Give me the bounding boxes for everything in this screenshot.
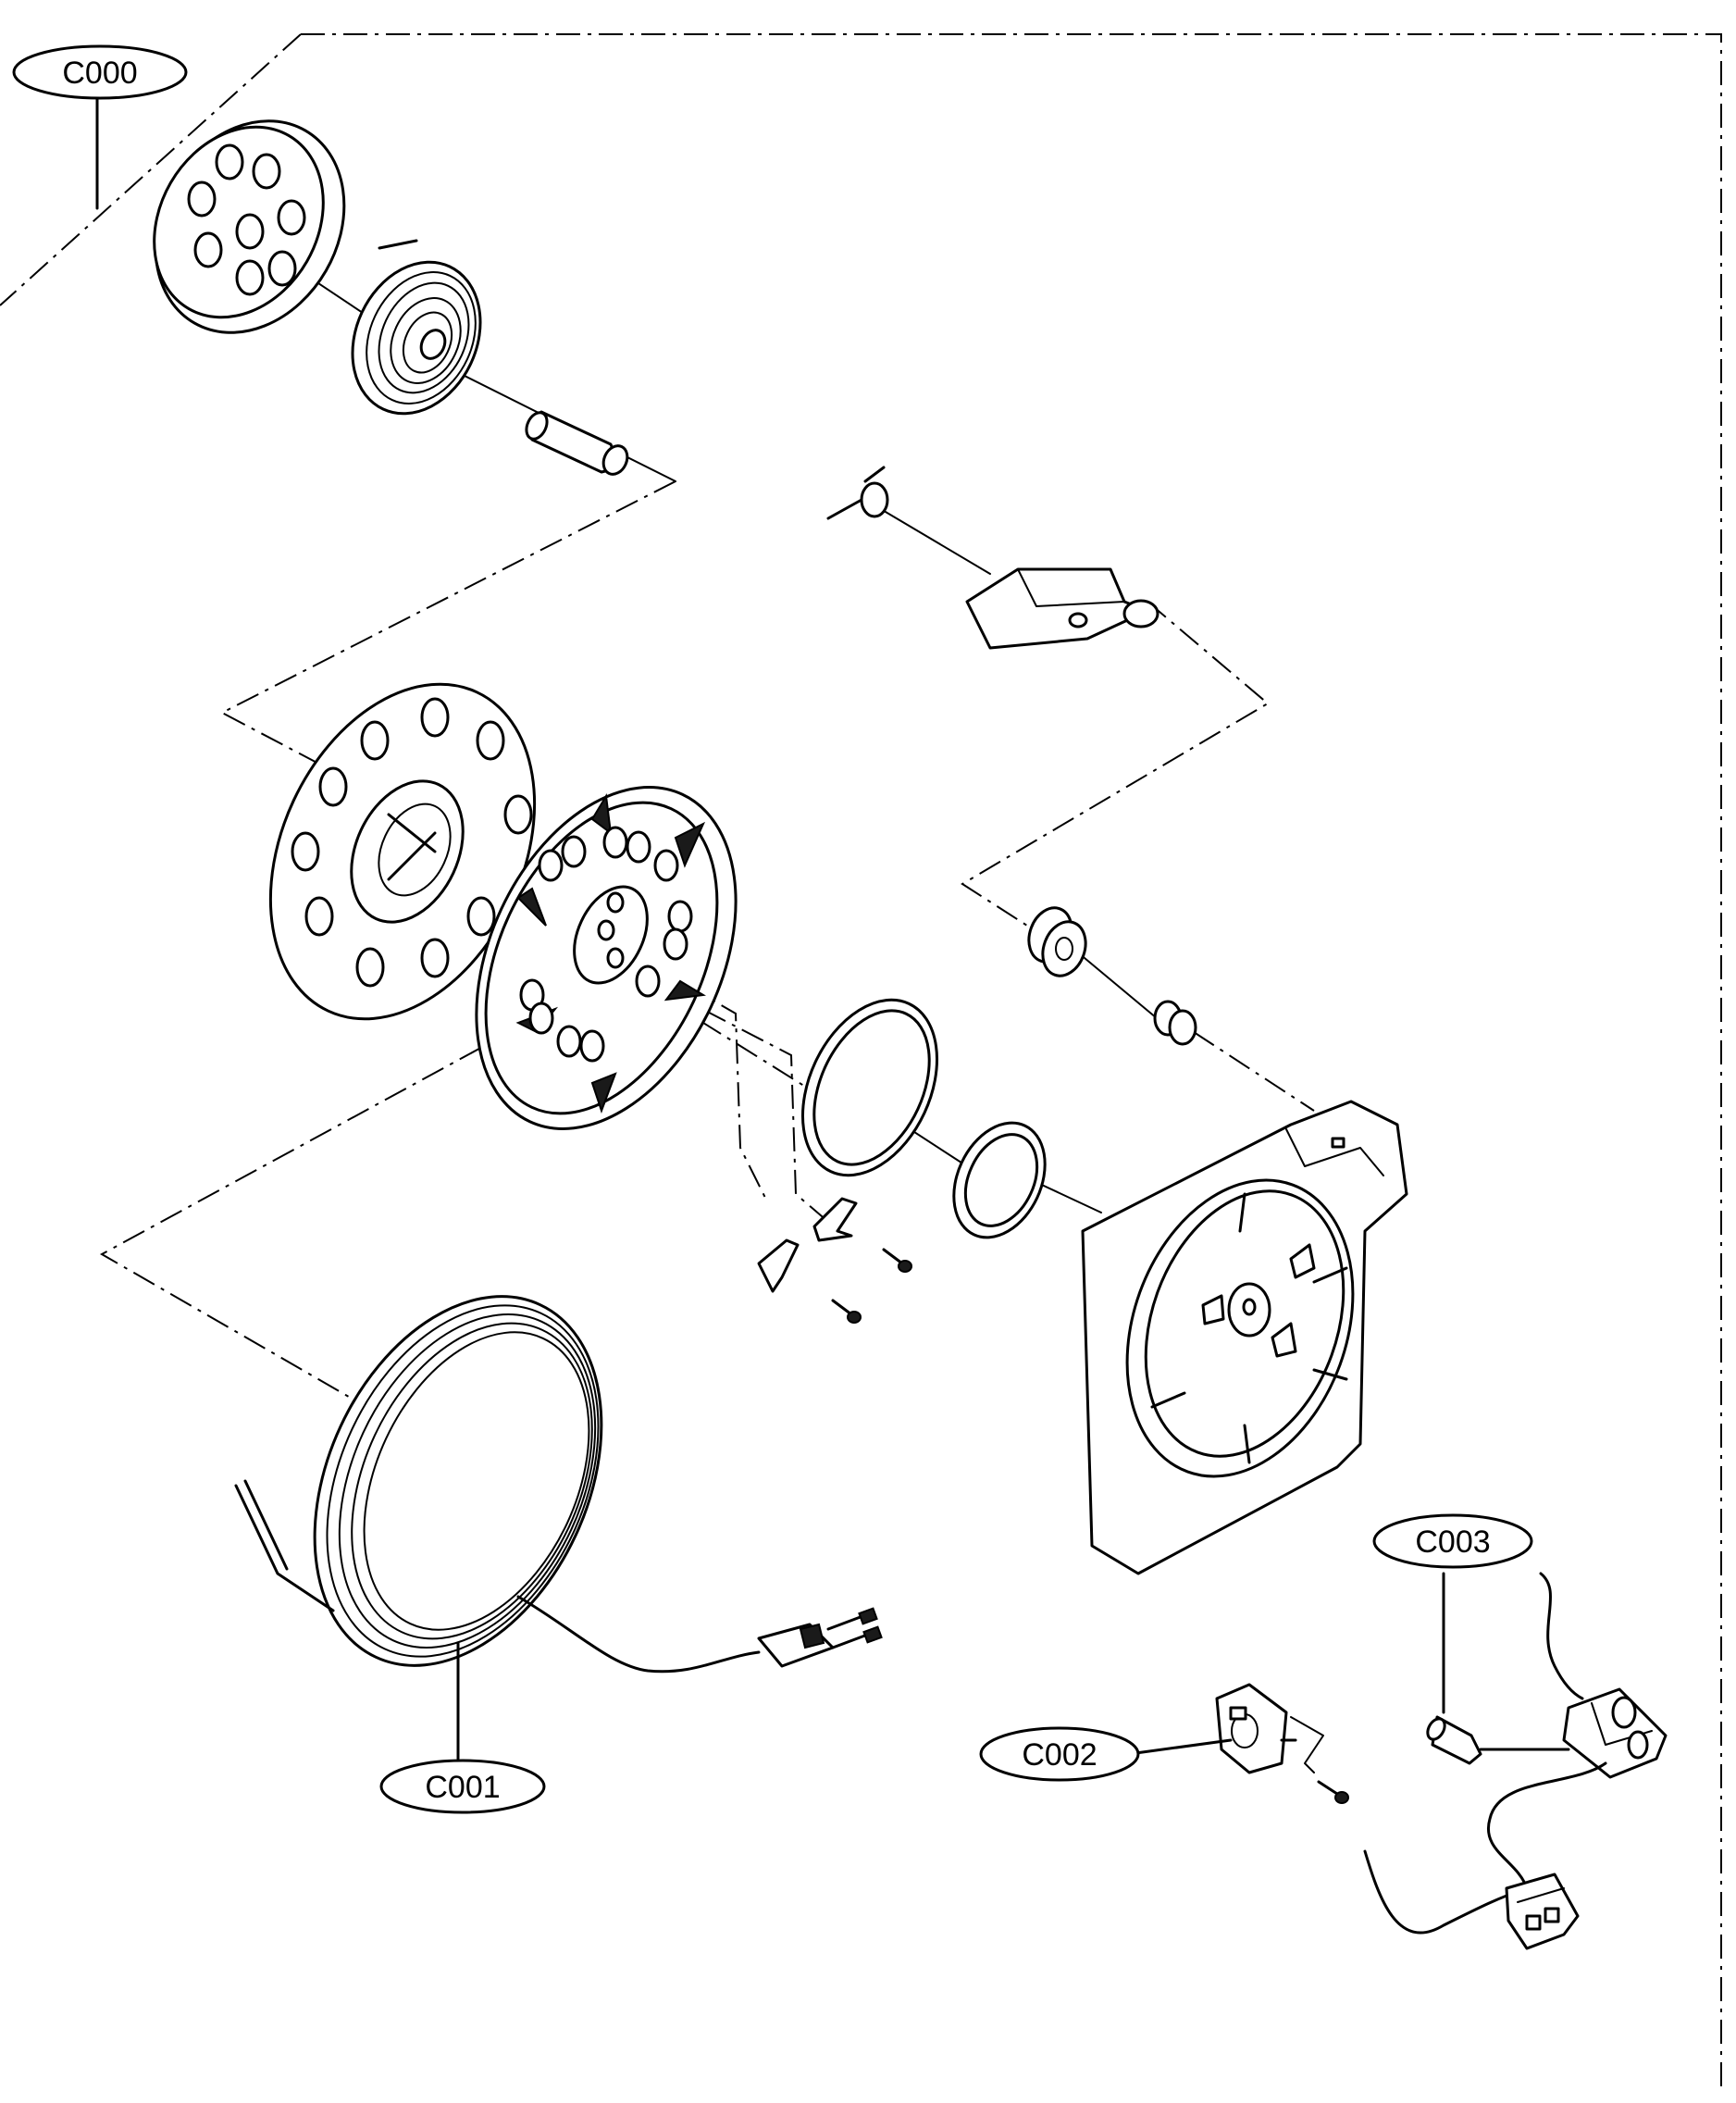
callout-c002-text: C002: [1022, 1737, 1097, 1773]
callout-c003: C003: [1372, 1513, 1533, 1569]
screw-lower: [831, 1299, 862, 1324]
slip-ring-small: [952, 1121, 1047, 1239]
roller-shaft: [1153, 1000, 1197, 1046]
thermal-fuse-assembly: [1363, 1572, 1668, 1950]
callout-c000: C000: [12, 44, 188, 100]
cord-reel-drum: [475, 786, 738, 1130]
callout-c001: C001: [379, 1759, 546, 1814]
spring-drum-cover: [153, 119, 346, 334]
brush-holder-upper: [812, 1197, 858, 1242]
roller-bushing: [1027, 906, 1087, 977]
callout-c000-text: C000: [62, 56, 137, 91]
assembly-boundary: [0, 33, 1722, 2087]
power-cord-assembly: [234, 1295, 883, 1674]
stopper-lever: [965, 567, 1159, 650]
callout-c001-text: C001: [425, 1770, 500, 1805]
reel-side-plate: [268, 682, 537, 1021]
power-spring: [351, 239, 482, 416]
callout-c003-text: C003: [1415, 1524, 1490, 1560]
leader-lines: [95, 95, 1570, 1761]
reel-base-frame: [1081, 1100, 1408, 1575]
brush-holder-lower: [757, 1238, 800, 1293]
callout-c002: C002: [979, 1726, 1140, 1782]
screw-upper: [882, 1248, 912, 1273]
shaft-pin: [525, 410, 629, 476]
reel-switch: [1215, 1683, 1349, 1804]
torsion-spring: [826, 466, 889, 520]
slip-ring-large: [800, 998, 939, 1177]
